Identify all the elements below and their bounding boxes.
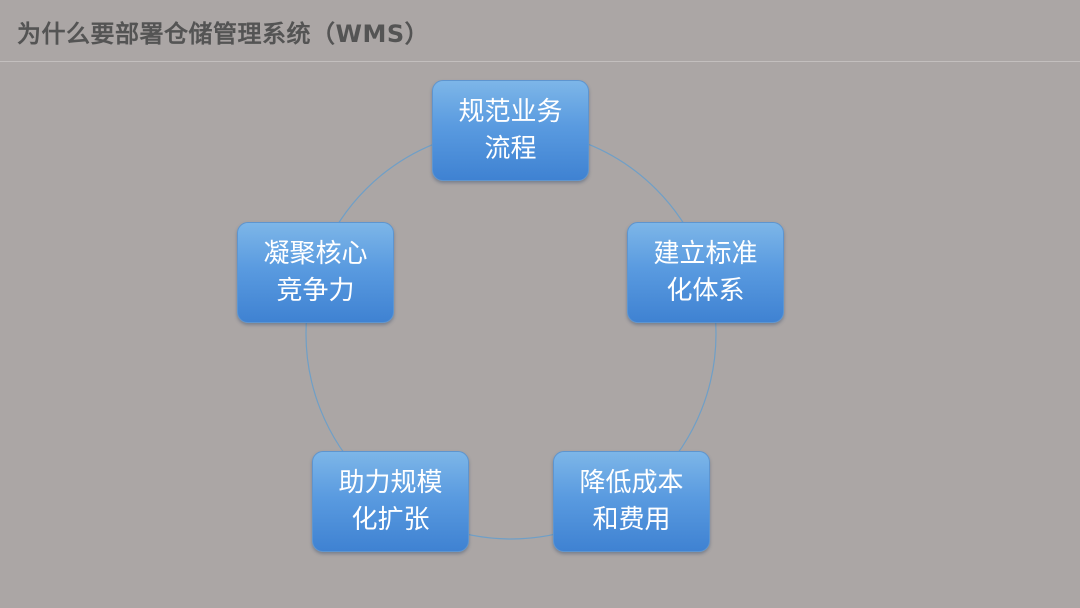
title-divider — [0, 61, 1080, 62]
cycle-node-core-competitiveness[interactable]: 凝聚核心 竞争力 — [237, 222, 394, 323]
node-label-line1: 规范业务 — [458, 96, 563, 127]
page-title: 为什么要部署仓储管理系统（WMS） — [17, 20, 430, 48]
cycle-node-reduce-cost[interactable]: 降低成本 和费用 — [553, 451, 710, 552]
node-label-line2: 竞争力 — [276, 275, 355, 306]
node-label-line2: 化体系 — [666, 275, 745, 306]
node-label-line1: 助力规模 — [338, 467, 443, 498]
node-label-line2: 化扩张 — [351, 504, 430, 535]
cycle-node-standardize-process[interactable]: 规范业务 流程 — [432, 80, 589, 181]
node-label-line1: 降低成本 — [579, 467, 684, 498]
cycle-node-standard-system[interactable]: 建立标准 化体系 — [627, 222, 784, 323]
node-label-line2: 流程 — [484, 133, 537, 164]
node-label-line1: 建立标准 — [653, 238, 758, 269]
node-label-line2: 和费用 — [592, 504, 671, 535]
node-label-line1: 凝聚核心 — [263, 238, 368, 269]
cycle-node-scale-expansion[interactable]: 助力规模 化扩张 — [312, 451, 469, 552]
